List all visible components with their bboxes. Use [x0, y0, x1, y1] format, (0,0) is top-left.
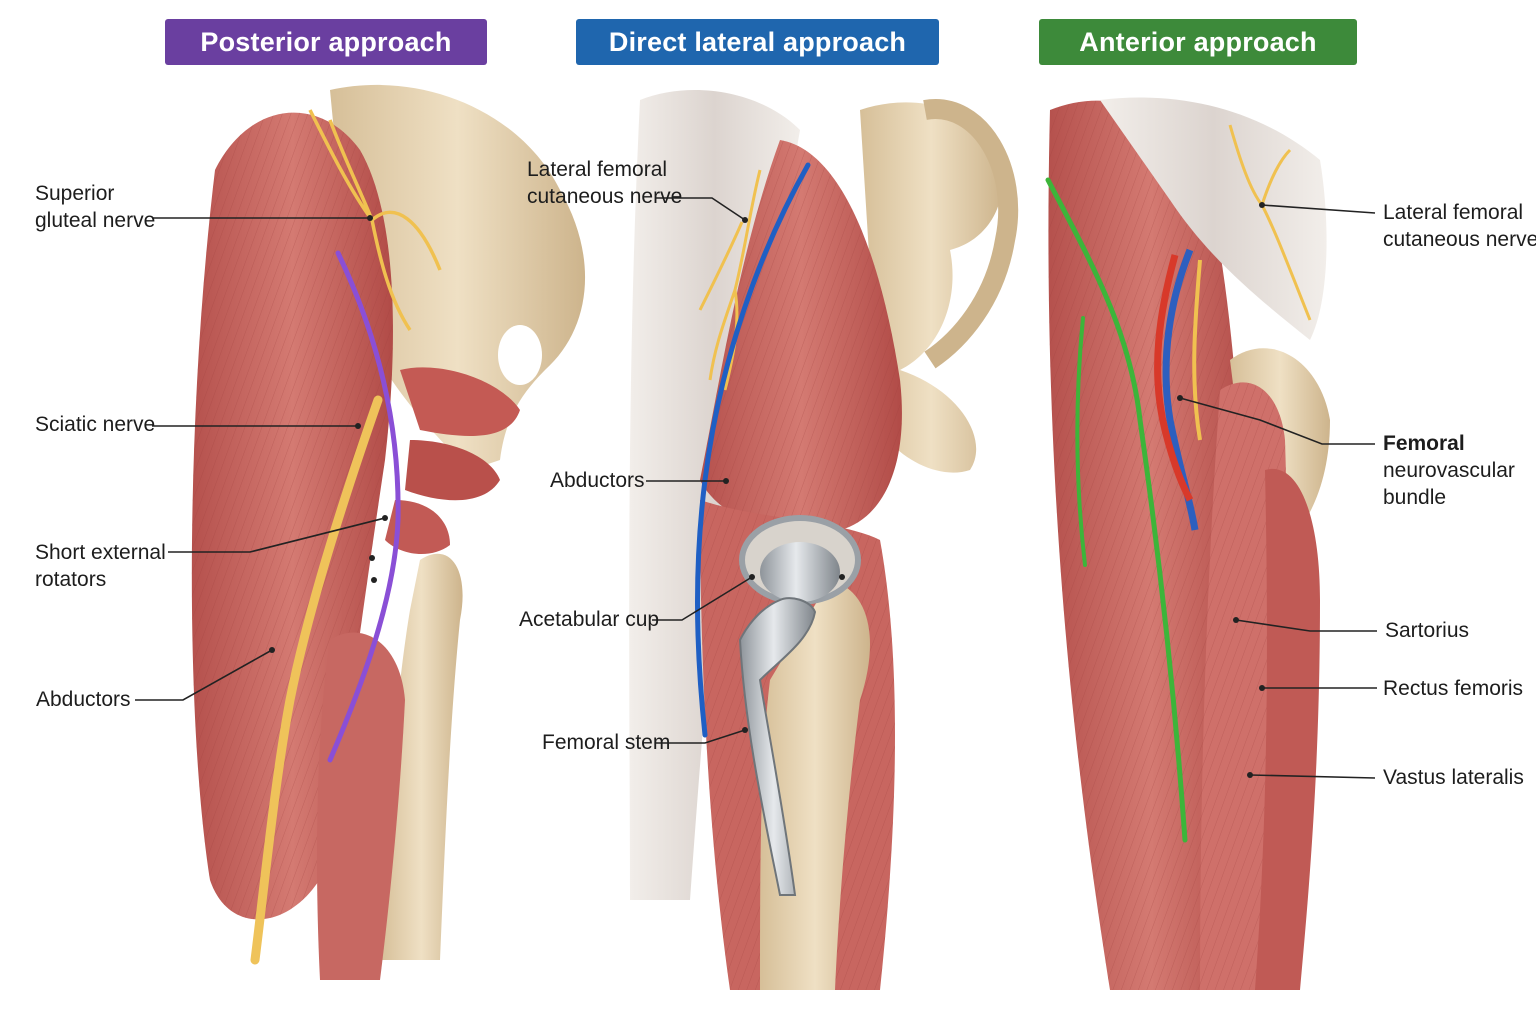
direct-lateral-approach-title: Direct lateral approach: [576, 19, 939, 65]
label-line: cutaneous nerve: [527, 185, 683, 208]
label-line: neurovascular: [1383, 459, 1515, 482]
label-vastus-lateralis: Vastus lateralis: [1383, 766, 1524, 789]
anterior-rectus-femoris-muscle: [1255, 468, 1320, 990]
leader-femoral-stem: [656, 729, 746, 744]
label-anterior-lateral-femoral-cutaneous-nerve: Lateral femoral cutaneous nerve: [1383, 199, 1536, 253]
femoral-stem-implant: [738, 597, 817, 896]
posterior-rotator-muscle-3: [385, 500, 450, 555]
label-short-external-rotators: Short external rotators: [35, 539, 166, 593]
leader-dots: [269, 202, 1265, 778]
posterior-sciatic-nerve: [250, 395, 383, 965]
anterior-secondary-incision-line: [1075, 316, 1087, 567]
leader-anterior-cutaneous-nerve: [1261, 204, 1376, 214]
anterior-approach-title: Anterior approach: [1039, 19, 1357, 65]
label-line: Lateral femoral: [527, 158, 668, 181]
label-femoral-neurovascular-bundle: Femoral neurovascular bundle: [1383, 430, 1515, 511]
leader-short-external-rotators: [168, 517, 386, 553]
posterior-thigh-muscle: [317, 632, 405, 980]
label-sciatic-nerve: Sciatic nerve: [35, 413, 156, 436]
label-line: bundle: [1383, 486, 1447, 509]
posterior-rotator-muscle-2: [405, 440, 500, 501]
label-line: Short external: [35, 541, 166, 564]
leader-posterior-abductors: [135, 649, 273, 701]
leader-sartorius: [1235, 619, 1377, 632]
label-superior-gluteal-nerve: Superior gluteal nerve: [35, 180, 155, 234]
femoral-head-implant: [760, 542, 840, 602]
posterior-illustration: [191, 84, 586, 980]
posterior-approach-title: Posterior approach: [165, 19, 487, 65]
lateral-illustration: [629, 90, 1019, 990]
label-line: cutaneous nerve: [1383, 228, 1536, 251]
label-femoral-stem: Femoral stem: [542, 731, 671, 754]
label-line: Superior: [35, 182, 115, 205]
posterior-superior-gluteal-nerve-branches: [308, 109, 442, 331]
posterior-femur: [380, 553, 463, 960]
label-line: Lateral femoral: [1383, 201, 1524, 224]
label-posterior-abductors: Abductors: [36, 688, 131, 711]
posterior-incision-line: [327, 250, 401, 763]
leader-lateral-cutaneous-nerve: [656, 197, 746, 221]
label-line: gluteal nerve: [35, 209, 156, 232]
anterior-femoral-nerve: [1192, 259, 1202, 441]
label-line: Femoral: [1383, 432, 1465, 455]
lateral-pelvis-ring: [923, 99, 1019, 369]
anterior-illustration: [1045, 97, 1330, 991]
label-lateral-femoral-cutaneous-nerve: Lateral femoral cutaneous nerve: [527, 156, 683, 210]
leader-acetabular-cup: [652, 576, 753, 621]
label-lateral-abductors: Abductors: [550, 469, 645, 492]
lateral-incision-line: [695, 162, 811, 738]
label-sartorius: Sartorius: [1385, 619, 1470, 642]
anterior-fascia-overlay: [1100, 97, 1327, 340]
posterior-rotator-muscle-1: [400, 367, 520, 436]
leader-vastus-lateralis: [1249, 774, 1376, 779]
leader-femoral-bundle: [1179, 397, 1375, 445]
label-acetabular-cup: Acetabular cup: [519, 608, 660, 631]
anterior-femoral-artery: [1154, 254, 1194, 502]
label-line: rotators: [35, 568, 107, 591]
posterior-obturator-foramen: [498, 325, 542, 385]
leader-lines: [135, 197, 1377, 779]
label-rectus-femoris: Rectus femoris: [1383, 677, 1524, 700]
anterior-incision-line: [1045, 177, 1188, 843]
